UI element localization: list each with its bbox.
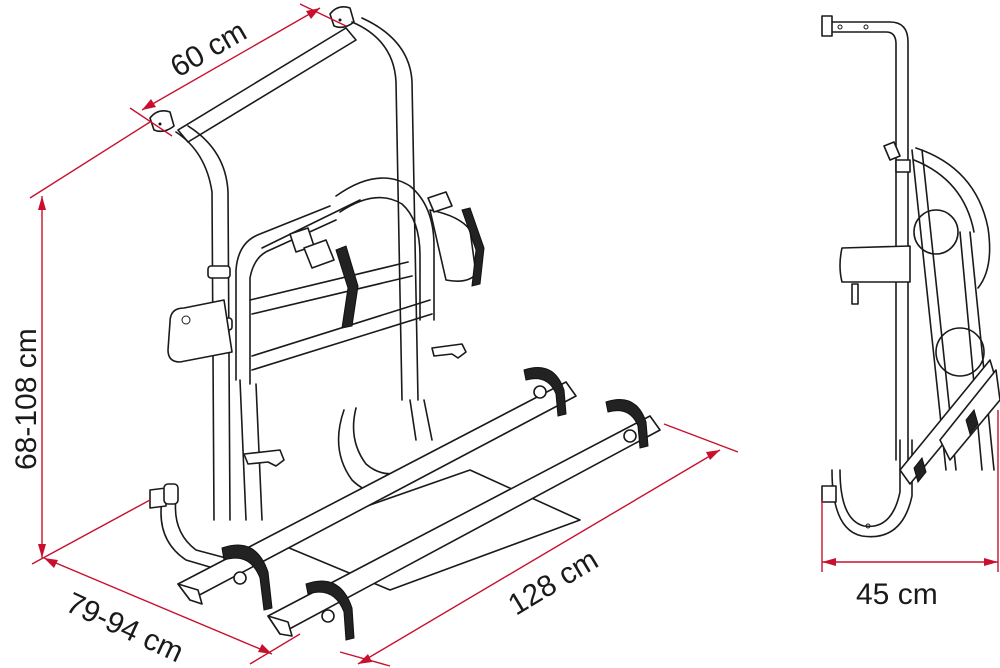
label-depth: 79-94 cm <box>61 586 188 668</box>
bike-rack-perspective <box>149 6 661 641</box>
label-top-width: 60 cm <box>165 15 252 84</box>
dimension-side-depth: 45 cm <box>821 410 999 611</box>
dimension-height: 68-108 cm <box>10 121 151 558</box>
label-side-depth: 45 cm <box>856 578 938 611</box>
dimension-depth: 79-94 cm <box>31 499 301 668</box>
label-height: 68-108 cm <box>10 328 43 470</box>
bike-rack-side-view <box>821 15 1000 538</box>
label-rail-length: 128 cm <box>503 543 604 622</box>
